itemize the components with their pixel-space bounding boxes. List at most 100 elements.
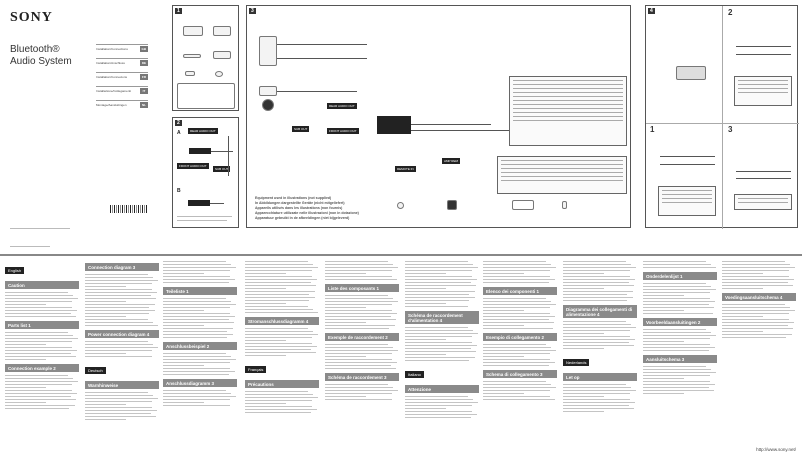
text-line — [245, 300, 309, 301]
text-line — [5, 341, 73, 342]
section-heading: Teileliste 1 — [163, 287, 237, 295]
text-line — [483, 362, 555, 363]
text-line — [405, 402, 479, 403]
text-line — [85, 313, 149, 314]
label-amp-remote: AMP REM — [442, 158, 460, 164]
text-line — [563, 288, 604, 289]
body-text — [85, 392, 159, 420]
text-line — [405, 267, 479, 268]
text-line — [563, 294, 628, 295]
text-line — [405, 282, 471, 283]
text-line — [325, 313, 397, 314]
footer-url[interactable]: http://www.sony.net/ — [756, 447, 796, 452]
text-line — [483, 384, 552, 385]
text-line — [163, 276, 230, 277]
text-line — [405, 294, 470, 295]
text-line — [483, 322, 555, 323]
text-line — [643, 267, 717, 268]
text-line — [85, 344, 154, 345]
text-line — [325, 384, 388, 385]
text-line — [643, 390, 715, 391]
text-line — [85, 347, 159, 348]
text-line — [5, 384, 73, 385]
text-line — [325, 279, 397, 280]
text-line — [245, 276, 312, 277]
text-line — [405, 306, 468, 307]
body-text — [643, 261, 717, 268]
text-line — [643, 307, 715, 308]
cover-line — [10, 228, 70, 229]
text-line — [163, 356, 232, 357]
text-line — [483, 350, 557, 351]
text-line — [245, 391, 308, 392]
body-text — [405, 327, 479, 361]
text-line — [483, 365, 549, 366]
label-rear-out: REAR AUDIO OUT — [327, 103, 357, 109]
text-line — [85, 395, 154, 396]
text-line — [245, 312, 319, 313]
text-line — [483, 270, 551, 271]
body-text — [5, 332, 79, 360]
text-line — [643, 387, 709, 388]
sony-logo: SONY — [10, 10, 53, 25]
text-line — [5, 310, 77, 311]
text-line — [325, 362, 397, 363]
text-line — [483, 307, 551, 308]
text-line — [163, 337, 227, 338]
section-heading: Schéma de raccordement d'alimentation 4 — [405, 311, 479, 324]
text-line — [563, 327, 637, 328]
column-7: Elenco dei componenti 1 Esempio di colle… — [483, 259, 557, 402]
text-line — [163, 316, 235, 317]
text-line — [722, 285, 794, 286]
text-line — [405, 345, 477, 346]
text-line — [722, 325, 788, 326]
language-tag: Nederlands — [563, 359, 590, 366]
text-line — [163, 279, 235, 280]
body-text — [325, 344, 399, 369]
text-line — [163, 371, 235, 372]
section-heading: Schéma de raccordement 3 — [325, 373, 399, 381]
text-line — [722, 270, 790, 271]
text-line — [483, 279, 555, 280]
text-line — [163, 362, 231, 363]
label-front-out: FRONT AUDIO OUT — [327, 128, 359, 134]
bracket — [213, 51, 231, 59]
text-line — [163, 319, 229, 320]
language-tag: English — [5, 267, 25, 274]
text-line — [85, 413, 151, 414]
text-line — [483, 267, 557, 268]
text-line — [163, 313, 230, 314]
text-line — [245, 352, 317, 353]
text-line — [325, 304, 393, 305]
label-front-out: FRONT AUDIO OUT — [177, 163, 209, 169]
text-line — [483, 273, 524, 274]
note-box — [734, 194, 792, 210]
text-line — [483, 276, 550, 277]
text-line — [722, 276, 789, 277]
text-line — [325, 261, 388, 262]
text-line — [163, 359, 237, 360]
text-line — [245, 306, 308, 307]
language-tag: Italiano — [405, 371, 424, 378]
text-line — [405, 288, 446, 289]
text-line — [563, 297, 633, 298]
text-line — [5, 353, 71, 354]
section-heading: Voorbeeldaansluitingen 2 — [643, 318, 717, 326]
text-line — [163, 322, 235, 323]
text-line — [163, 298, 226, 299]
subwoofer — [262, 99, 274, 111]
text-line — [85, 356, 152, 357]
section-heading: Voedingsaansluitschema 4 — [722, 293, 796, 301]
text-line — [643, 393, 684, 394]
text-line — [163, 304, 237, 305]
text-line — [483, 319, 549, 320]
text-line — [245, 294, 310, 295]
unit-box — [188, 200, 210, 206]
text-line — [245, 400, 313, 401]
text-line — [163, 307, 231, 308]
text-line — [325, 390, 399, 391]
label-rear-out: REAR AUDIO OUT — [188, 128, 218, 134]
column-9: Onderdelenlijst 1 Voorbeeldaansluitingen… — [643, 259, 717, 396]
text-line — [85, 410, 157, 411]
